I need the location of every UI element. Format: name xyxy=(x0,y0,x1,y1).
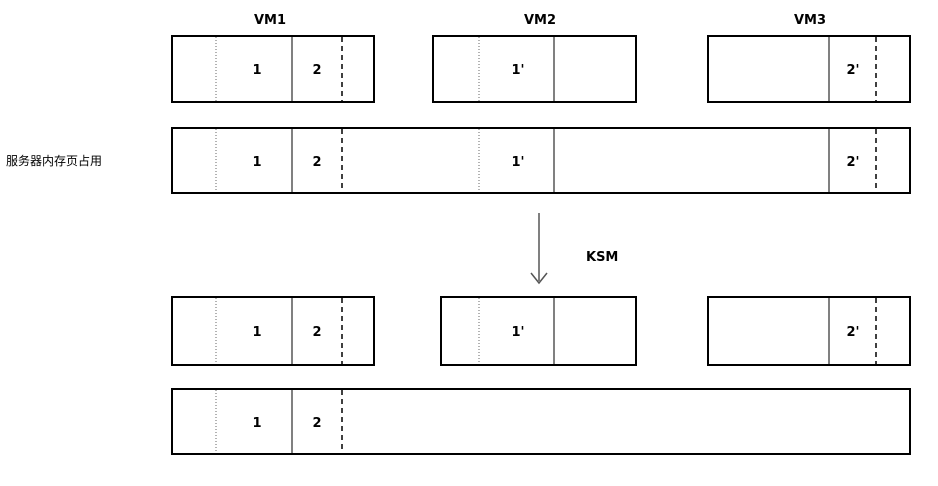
vm3-label: VM3 xyxy=(794,13,826,28)
vm2-box xyxy=(440,296,637,366)
page-2: 2 xyxy=(312,63,321,78)
page-1: 1 xyxy=(252,155,261,170)
vm1-box xyxy=(171,296,375,366)
vm3-box xyxy=(707,35,911,103)
vm3-box xyxy=(707,296,911,366)
page-1: 1 xyxy=(252,325,261,340)
vm1-memory-before: 1 2 xyxy=(171,35,375,103)
vm2-label: VM2 xyxy=(524,13,556,28)
page-1: 1 xyxy=(252,63,261,78)
host-memory-label: 服务器内存页占用 xyxy=(6,153,102,168)
vm2-memory-after: 1' xyxy=(440,296,637,366)
page-2-prime: 2' xyxy=(846,63,859,78)
page-1-prime: 1' xyxy=(511,63,524,78)
page-2-prime: 2' xyxy=(846,155,859,170)
page-2-prime: 2' xyxy=(846,325,859,340)
page-1: 1 xyxy=(252,416,261,431)
arrow-down-icon xyxy=(530,272,548,285)
vm1-memory-after: 1 2 xyxy=(171,296,375,366)
vm3-memory-after: 2' xyxy=(707,296,911,366)
page-2: 2 xyxy=(312,416,321,431)
host-memory-after: 1 2 xyxy=(171,388,911,455)
ksm-arrow xyxy=(530,213,548,285)
vm1-label: VM1 xyxy=(254,13,286,28)
page-2: 2 xyxy=(312,155,321,170)
vm3-memory-before: 2' xyxy=(707,35,911,103)
host-box xyxy=(171,388,911,455)
vm2-memory-before: 1' xyxy=(432,35,637,103)
page-1-prime: 1' xyxy=(511,325,524,340)
ksm-label: KSM xyxy=(586,250,618,265)
host-box xyxy=(171,127,911,194)
host-memory-before: 1 2 1' 2' xyxy=(171,127,911,194)
vm1-box xyxy=(171,35,375,103)
vm2-box xyxy=(432,35,637,103)
page-2: 2 xyxy=(312,325,321,340)
page-1-prime: 1' xyxy=(511,155,524,170)
